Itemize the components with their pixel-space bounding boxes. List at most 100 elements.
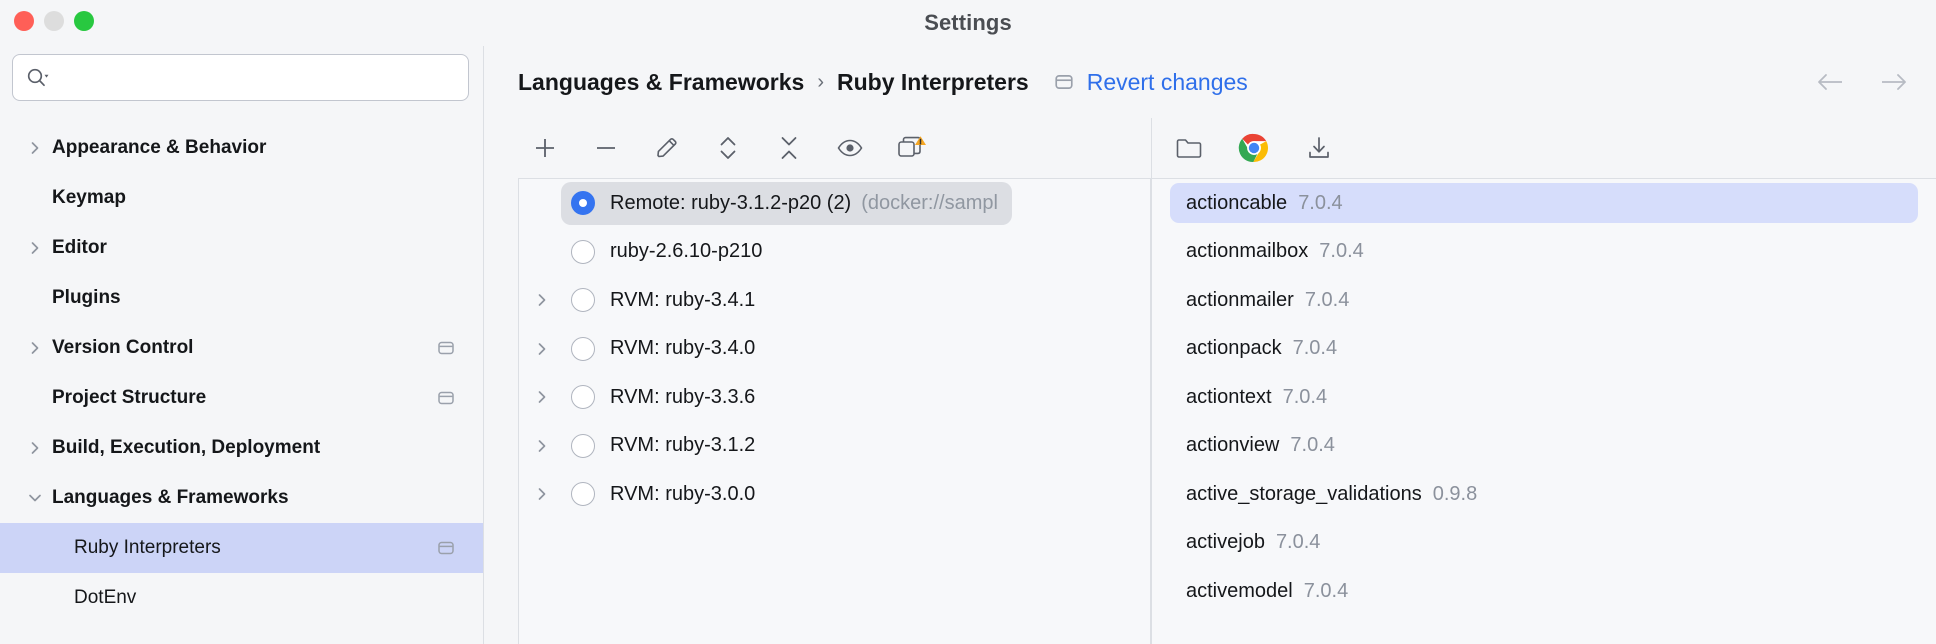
interpreter-row-content[interactable]: RVM: ruby-3.3.6 — [561, 376, 769, 419]
chevron-right-icon[interactable] — [527, 438, 557, 454]
sidebar-item-languages-and-frameworks[interactable]: Languages & Frameworks — [0, 473, 483, 523]
minimize-window-button[interactable] — [44, 11, 64, 31]
interpreter-row[interactable]: RVM: ruby-3.0.0 — [519, 470, 1150, 519]
interpreter-row[interactable]: RVM: ruby-3.1.2 — [519, 422, 1150, 471]
interpreters-toolbar — [518, 118, 1151, 178]
interpreter-radio[interactable] — [571, 288, 595, 313]
gem-row-content[interactable]: actionview 7.0.4 — [1170, 426, 1918, 466]
interpreter-row-content[interactable]: RVM: ruby-3.4.1 — [561, 279, 769, 322]
settings-body: Appearance & Behavior Keymap Editor Plug… — [0, 46, 1936, 644]
sidebar-item-keymap[interactable]: Keymap — [0, 173, 483, 223]
pencil-icon[interactable] — [650, 131, 684, 165]
gem-version: 7.0.4 — [1319, 240, 1364, 263]
sidebar-item-label: Keymap — [52, 187, 126, 208]
interpreter-radio[interactable] — [571, 482, 595, 507]
chevron-right-icon[interactable] — [22, 240, 48, 256]
gem-name: actionmailbox — [1186, 240, 1309, 263]
interpreter-row[interactable]: RVM: ruby-3.3.6 — [519, 373, 1150, 422]
project-scope-icon — [437, 339, 455, 357]
interpreter-row-content[interactable]: Remote: ruby-3.1.2-p20 (2) (docker://sam… — [561, 181, 1012, 225]
folder-icon[interactable] — [1172, 131, 1206, 165]
collapse-all-icon[interactable] — [772, 131, 806, 165]
chevron-right-icon[interactable] — [527, 389, 557, 405]
chevron-right-icon[interactable] — [527, 341, 557, 357]
gem-row-content[interactable]: activemodel 7.0.4 — [1170, 571, 1918, 611]
chrome-icon[interactable] — [1237, 131, 1271, 165]
gem-row[interactable]: activejob 7.0.4 — [1152, 519, 1936, 568]
sidebar-item-plugins[interactable]: Plugins — [0, 273, 483, 323]
settings-main-pane: Languages & Frameworks › Ruby Interprete… — [484, 46, 1936, 644]
interpreter-row-content[interactable]: RVM: ruby-3.0.0 — [561, 473, 769, 516]
minus-icon[interactable] — [589, 131, 623, 165]
interpreter-radio[interactable] — [571, 433, 595, 458]
chevron-right-icon[interactable] — [22, 340, 48, 356]
gem-version: 7.0.4 — [1275, 531, 1321, 554]
gem-row[interactable]: actionpack 7.0.4 — [1152, 325, 1936, 374]
arrow-left-icon[interactable] — [1814, 70, 1848, 94]
gem-row[interactable]: actiontext 7.0.4 — [1152, 373, 1936, 422]
gem-row[interactable]: actioncable 7.0.4 — [1152, 179, 1936, 228]
interpreter-name: ruby-2.6.10-p210 — [610, 240, 763, 263]
arrow-right-icon[interactable] — [1876, 70, 1910, 94]
maximize-window-button[interactable] — [74, 11, 94, 31]
chevron-right-icon[interactable] — [22, 440, 48, 456]
sidebar-item-appearance-and-behavior[interactable]: Appearance & Behavior — [0, 123, 483, 173]
sidebar-item-build-execution-deployment[interactable]: Build, Execution, Deployment — [0, 423, 483, 473]
sidebar-item-project-structure[interactable]: Project Structure — [0, 373, 483, 423]
window-controls — [14, 11, 94, 31]
chevron-right-icon[interactable] — [22, 140, 48, 156]
close-window-button[interactable] — [14, 11, 34, 31]
search-box[interactable] — [12, 54, 469, 101]
gems-toolbar — [1152, 118, 1936, 178]
interpreter-name: RVM: ruby-3.0.0 — [610, 482, 756, 505]
sidebar-item-editor[interactable]: Editor — [0, 223, 483, 273]
interpreter-row-content[interactable]: ruby-2.6.10-p210 — [561, 230, 776, 273]
settings-nav-list: Appearance & Behavior Keymap Editor Plug… — [0, 123, 483, 623]
expand-all-icon[interactable] — [711, 131, 745, 165]
chevron-down-icon[interactable] — [22, 490, 48, 506]
gem-name: actionview — [1186, 434, 1280, 457]
chevron-right-icon[interactable] — [527, 486, 557, 502]
gem-row[interactable]: actionmailbox 7.0.4 — [1152, 228, 1936, 277]
search-input[interactable] — [55, 67, 456, 88]
interpreter-row[interactable]: ruby-2.6.10-p210 — [519, 228, 1150, 277]
gem-row-content[interactable]: active_storage_validations 0.9.8 — [1170, 474, 1918, 514]
copy-warning-icon[interactable] — [894, 131, 928, 165]
window-title: Settings — [924, 10, 1012, 35]
sidebar-item-dotenv[interactable]: DotEnv — [0, 573, 483, 623]
gem-row[interactable]: actionview 7.0.4 — [1152, 422, 1936, 471]
interpreter-radio[interactable] — [571, 385, 595, 410]
gem-row-content[interactable]: actionmailbox 7.0.4 — [1170, 232, 1918, 272]
gem-version: 0.9.8 — [1432, 482, 1478, 505]
interpreter-radio[interactable] — [571, 191, 595, 216]
plus-icon[interactable] — [528, 131, 562, 165]
interpreter-row-content[interactable]: RVM: ruby-3.1.2 — [561, 424, 769, 467]
sidebar-item-ruby-interpreters[interactable]: Ruby Interpreters — [0, 523, 483, 573]
interpreter-radio[interactable] — [571, 239, 595, 264]
gems-list[interactable]: actioncable 7.0.4 actionmailbox 7.0.4 ac… — [1152, 178, 1936, 644]
gem-row[interactable]: active_storage_validations 0.9.8 — [1152, 470, 1936, 519]
gem-row-content[interactable]: actioncable 7.0.4 — [1170, 183, 1918, 224]
gem-row[interactable]: activemodel 7.0.4 — [1152, 567, 1936, 616]
revert-changes-link[interactable]: Revert changes — [1086, 68, 1248, 95]
chevron-right-icon[interactable] — [527, 292, 557, 308]
gem-row-content[interactable]: actiontext 7.0.4 — [1170, 377, 1918, 417]
sidebar-item-version-control[interactable]: Version Control — [0, 323, 483, 373]
gem-row-content[interactable]: actionmailer 7.0.4 — [1170, 280, 1918, 320]
gem-row-content[interactable]: activejob 7.0.4 — [1170, 523, 1918, 563]
project-scope-icon — [437, 539, 455, 557]
download-icon[interactable] — [1302, 131, 1336, 165]
gem-version: 7.0.4 — [1290, 434, 1335, 457]
sidebar-item-label: Appearance & Behavior — [52, 137, 267, 158]
interpreters-list[interactable]: Remote: ruby-3.1.2-p20 (2) (docker://sam… — [518, 178, 1151, 644]
interpreter-row[interactable]: RVM: ruby-3.4.1 — [519, 276, 1150, 325]
gem-row[interactable]: actionmailer 7.0.4 — [1152, 276, 1936, 325]
breadcrumb-parent[interactable]: Languages & Frameworks — [518, 68, 805, 95]
interpreter-row[interactable]: Remote: ruby-3.1.2-p20 (2) (docker://sam… — [519, 179, 1150, 228]
sidebar-item-label: Editor — [52, 237, 107, 258]
gem-row-content[interactable]: actionpack 7.0.4 — [1170, 329, 1918, 369]
interpreter-row[interactable]: RVM: ruby-3.4.0 — [519, 325, 1150, 374]
interpreter-row-content[interactable]: RVM: ruby-3.4.0 — [561, 327, 769, 370]
interpreter-radio[interactable] — [571, 336, 595, 361]
eye-icon[interactable] — [833, 131, 867, 165]
